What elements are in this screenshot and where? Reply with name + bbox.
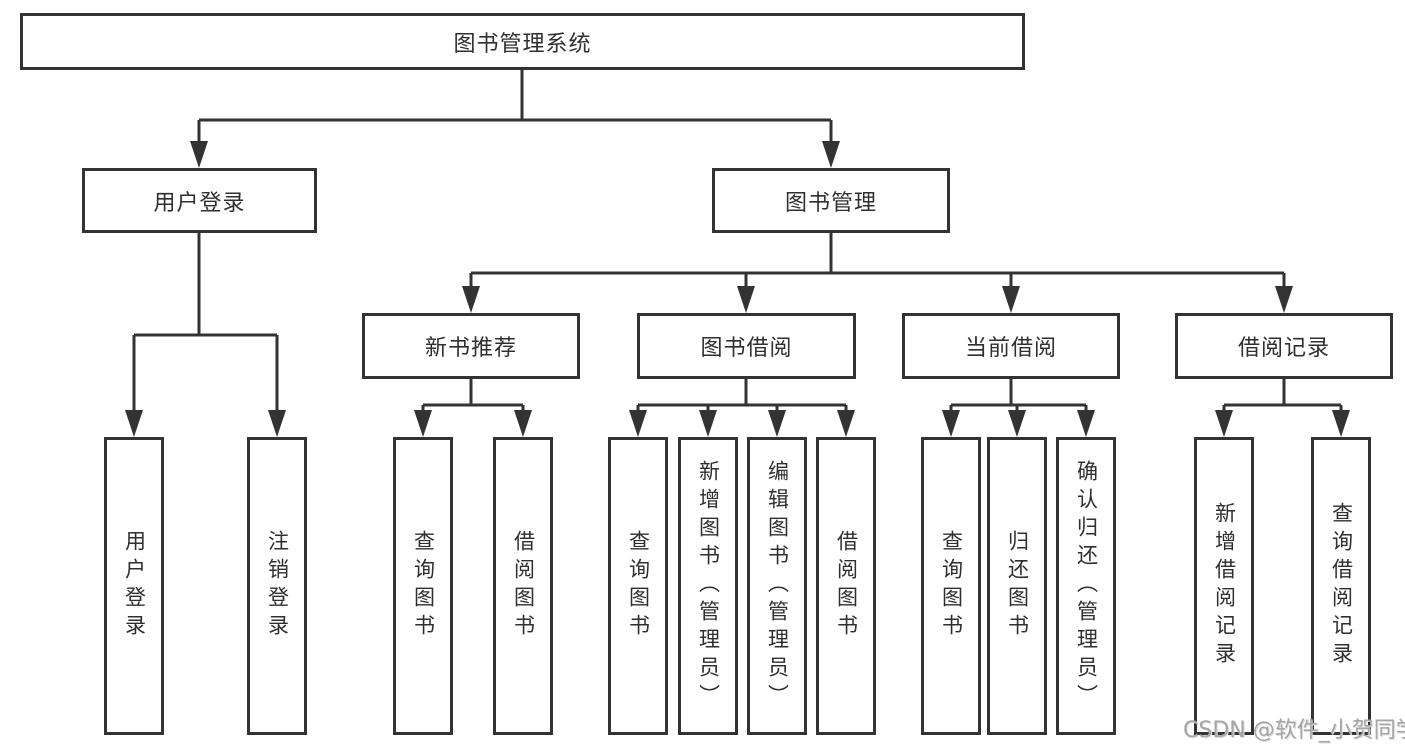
leaf-query-books-borrowing: 查询图书: [608, 437, 668, 735]
node-book-borrowing: 图书借阅: [637, 313, 856, 379]
leaf-borrow-books: 借阅图书: [816, 437, 876, 735]
leaf-add-book-admin-label: 新增图书（管理员）: [696, 460, 721, 712]
node-root-label: 图书管理系统: [453, 31, 592, 57]
leaf-query-books-current: 查询图书: [921, 437, 981, 735]
node-borrowing-records: 借阅记录: [1175, 313, 1393, 379]
leaf-query-books-current-label: 查询图书: [939, 530, 964, 642]
leaf-query-books-borrowing-label: 查询图书: [626, 530, 651, 642]
leaf-query-books-recommend: 查询图书: [393, 437, 453, 735]
leaf-return-book-label: 归还图书: [1005, 530, 1030, 642]
leaf-edit-book-admin: 编辑图书（管理员）: [747, 437, 807, 735]
leaf-user-login-label: 用户登录: [122, 530, 147, 642]
node-new-book-recommendation-label: 新书推荐: [424, 336, 517, 361]
node-current-borrowing: 当前借阅: [902, 313, 1120, 379]
leaf-confirm-return-admin: 确认归还（管理员）: [1056, 437, 1116, 735]
leaf-borrow-books-recommend-label: 借阅图书: [511, 530, 536, 642]
leaf-query-books-recommend-label: 查询图书: [411, 530, 436, 642]
leaf-add-book-admin: 新增图书（管理员）: [678, 437, 738, 735]
node-current-borrowing-label: 当前借阅: [964, 336, 1057, 361]
leaf-query-borrow-record: 查询借阅记录: [1311, 437, 1371, 735]
leaf-add-borrow-record: 新增借阅记录: [1194, 437, 1254, 735]
node-root: 图书管理系统: [20, 13, 1025, 70]
node-user-login: 用户登录: [82, 168, 317, 233]
node-book-management-label: 图书管理: [784, 190, 877, 216]
leaf-add-borrow-record-label: 新增借阅记录: [1212, 502, 1237, 670]
leaf-borrow-books-recommend: 借阅图书: [493, 437, 553, 735]
leaf-edit-book-admin-label: 编辑图书（管理员）: [765, 460, 790, 712]
leaf-user-login: 用户登录: [104, 437, 164, 735]
leaf-borrow-books-label: 借阅图书: [834, 530, 859, 642]
node-book-management: 图书管理: [712, 168, 950, 233]
node-borrowing-records-label: 借阅记录: [1237, 336, 1330, 361]
leaf-logout: 注销登录: [247, 437, 307, 735]
node-user-login-label: 用户登录: [153, 190, 246, 216]
leaf-return-book: 归还图书: [987, 437, 1047, 735]
leaf-logout-label: 注销登录: [265, 530, 290, 642]
leaf-confirm-return-admin-label: 确认归还（管理员）: [1074, 460, 1099, 712]
csdn-watermark: CSDN @软件_小贺同学: [1183, 718, 1405, 743]
node-new-book-recommendation: 新书推荐: [362, 313, 580, 379]
node-book-borrowing-label: 图书借阅: [700, 336, 793, 361]
leaf-query-borrow-record-label: 查询借阅记录: [1329, 502, 1354, 670]
